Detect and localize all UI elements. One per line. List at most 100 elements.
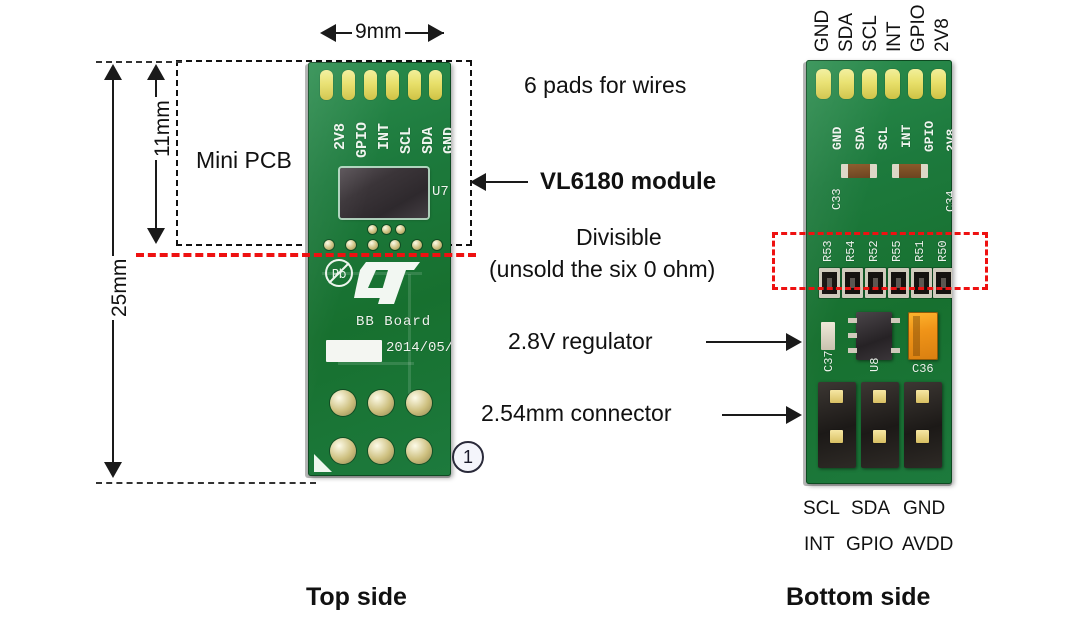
bottom-board-reg-designator-3: C36 bbox=[912, 362, 934, 376]
caption-bottom-side: Bottom side bbox=[786, 583, 931, 611]
top-board-chip-designator: U7 bbox=[432, 184, 449, 200]
top-board-hole-2 bbox=[368, 390, 394, 416]
bottom-board-pad-1 bbox=[816, 69, 831, 99]
top-board-pad-4 bbox=[386, 70, 399, 100]
dim-11mm-arrow-down bbox=[147, 228, 165, 244]
bottom-board-pad-5 bbox=[908, 69, 923, 99]
bottom-board-silk-pin-5: GPIO bbox=[922, 120, 937, 152]
annotation-divisible-line1: Divisible bbox=[576, 224, 662, 250]
annotation-connector-label: 2.54mm connector bbox=[481, 400, 672, 426]
dim-25mm-label: 25mm bbox=[108, 255, 132, 320]
top-board-pad-label-5: SDA bbox=[420, 126, 437, 154]
top-board-pad-label-2: GPIO bbox=[354, 121, 371, 158]
bottom-board-ext-pin-4: INT bbox=[884, 21, 905, 52]
bottom-board-ext-pin-1: GND bbox=[812, 9, 833, 52]
voltage-regulator-ic bbox=[848, 312, 900, 360]
vl6180-sensor-chip bbox=[340, 168, 428, 218]
top-board-div-pad-2 bbox=[346, 240, 356, 250]
top-board-pad-6 bbox=[429, 70, 442, 100]
bottom-board-pad-3 bbox=[862, 69, 877, 99]
header-pin-r2c3 bbox=[916, 430, 929, 443]
bottom-connector-label-r2c3: AVDD bbox=[902, 534, 954, 555]
bottom-board-pad-4 bbox=[885, 69, 900, 99]
top-board-pad-3 bbox=[364, 70, 377, 100]
top-board-silk-date: 2014/05/13 bbox=[386, 340, 451, 356]
annotation-regulator-arrow bbox=[786, 333, 802, 351]
bottom-connector-label-r2c2: GPIO bbox=[846, 534, 894, 555]
annotation-module-arrow bbox=[470, 173, 486, 191]
top-board-pad-label-4: SCL bbox=[398, 126, 415, 154]
divisible-zero-ohm-box bbox=[772, 232, 988, 290]
top-board-div-pad-1 bbox=[324, 240, 334, 250]
bottom-board-chip-resistor-a bbox=[841, 164, 877, 178]
bottom-board-mlcc-c37 bbox=[821, 322, 835, 350]
top-board-via-a bbox=[368, 225, 377, 234]
bottom-board-ext-pin-3: SCL bbox=[860, 15, 881, 52]
bottom-board-pad-6 bbox=[931, 69, 946, 99]
annotation-module-label: VL6180 module bbox=[540, 168, 717, 195]
top-board-trace-3 bbox=[338, 362, 414, 365]
bottom-board-ext-pin-2: SDA bbox=[836, 12, 857, 52]
st-logo-icon bbox=[354, 262, 420, 304]
bottom-board-silk-pin-6: 2V8 bbox=[944, 128, 952, 152]
top-board-trace-2 bbox=[408, 274, 411, 394]
top-board-pad-label-1: 2V8 bbox=[332, 122, 349, 150]
dim-25mm-top-ref-line bbox=[96, 61, 182, 63]
dim-25mm-arrow-down bbox=[104, 462, 122, 478]
bottom-board-silk-pin-2: SDA bbox=[853, 126, 868, 150]
bottom-board-cap-designator-2: C34 bbox=[944, 190, 952, 212]
bottom-board-reg-designator-1: C37 bbox=[822, 350, 836, 372]
top-board-div-pad-5 bbox=[412, 240, 422, 250]
bottom-board-reg-designator-2: U8 bbox=[868, 357, 882, 372]
top-board-div-pad-3 bbox=[368, 240, 378, 250]
dim-25mm-bottom-ref-line bbox=[96, 482, 316, 484]
annotation-regulator-line bbox=[706, 341, 788, 343]
annotation-divisible-line2: (unsold the six 0 ohm) bbox=[489, 256, 716, 282]
divisible-cut-line bbox=[136, 253, 476, 257]
header-pin-r1c3 bbox=[916, 390, 929, 403]
caption-top-side: Top side bbox=[306, 583, 407, 611]
dim-11mm-label: 11mm bbox=[151, 97, 175, 160]
bottom-board-silk-pin-1: GND bbox=[830, 126, 845, 150]
annotation-pads: 6 pads for wires bbox=[524, 72, 687, 98]
header-pin-r1c1 bbox=[830, 390, 843, 403]
top-board-pad-label-6: GND bbox=[441, 126, 451, 154]
bottom-board-chip-resistor-b bbox=[892, 164, 928, 178]
bottom-connector-label-r1c1: SCL bbox=[803, 498, 840, 519]
top-board-pad-5 bbox=[408, 70, 421, 100]
annotation-connector-arrow bbox=[786, 406, 802, 424]
annotation-regulator-label: 2.8V regulator bbox=[508, 328, 653, 354]
bottom-connector-label-r1c3: GND bbox=[903, 498, 946, 519]
top-board-pad-2 bbox=[342, 70, 355, 100]
bottom-board-silk-pin-4: INT bbox=[899, 124, 914, 148]
top-board-silk-name: BB Board bbox=[356, 314, 432, 330]
callout-number-1: 1 bbox=[452, 441, 484, 473]
bottom-board-cap-designator-1: C33 bbox=[830, 188, 844, 210]
dim-9mm-arrow-right bbox=[428, 24, 444, 42]
top-board-hole-4 bbox=[330, 438, 356, 464]
bottom-connector-label-r1c2: SDA bbox=[851, 498, 891, 519]
top-board-hole-3 bbox=[406, 390, 432, 416]
annotation-module-line bbox=[486, 181, 528, 183]
top-board-corner-marker-icon bbox=[314, 454, 332, 472]
top-board-div-pad-4 bbox=[390, 240, 400, 250]
tantalum-capacitor-c36 bbox=[908, 312, 938, 360]
dim-9mm-label: 9mm bbox=[352, 20, 405, 44]
top-board-pad-label-3: INT bbox=[376, 122, 393, 150]
header-pin-r1c2 bbox=[873, 390, 886, 403]
bottom-board-ext-pin-5: GPIO bbox=[908, 4, 929, 52]
top-board-div-pad-6 bbox=[432, 240, 442, 250]
bottom-connector-label-r2c1: INT bbox=[804, 534, 835, 555]
top-board-hole-1 bbox=[330, 390, 356, 416]
bottom-board-pad-2 bbox=[839, 69, 854, 99]
top-board-via-b bbox=[382, 225, 391, 234]
header-pin-r2c1 bbox=[830, 430, 843, 443]
top-board-hole-5 bbox=[368, 438, 394, 464]
pb-free-icon: Pb bbox=[325, 259, 353, 287]
top-board-hole-6 bbox=[406, 438, 432, 464]
header-pin-r2c2 bbox=[873, 430, 886, 443]
top-board-pad-1 bbox=[320, 70, 333, 100]
top-board-white-label bbox=[326, 340, 382, 362]
bottom-board-silk-pin-3: SCL bbox=[876, 126, 891, 150]
mini-pcb-label: Mini PCB bbox=[196, 147, 292, 173]
